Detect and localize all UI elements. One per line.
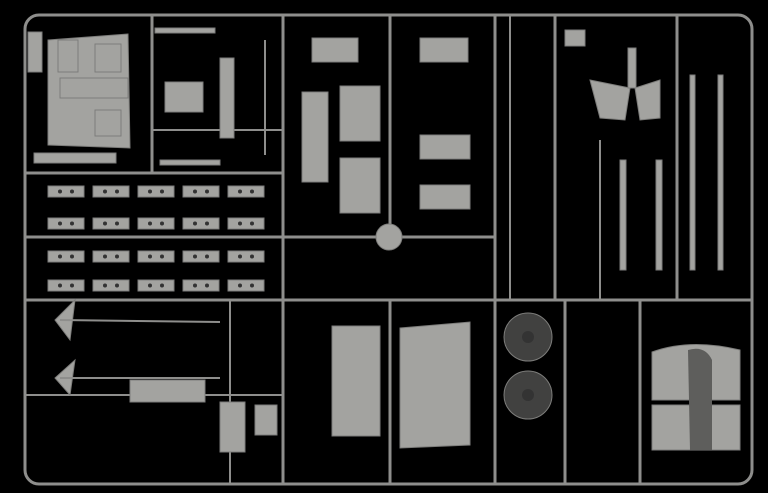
part-hole: [250, 254, 254, 259]
part-hole: [238, 283, 242, 288]
small-part: [227, 185, 265, 198]
small-part: [182, 279, 220, 292]
part-hole: [193, 189, 197, 194]
part-hole: [205, 189, 209, 194]
part-hole: [250, 189, 254, 194]
part-hole: [148, 254, 152, 259]
small-part: [92, 279, 130, 292]
part-hole: [205, 221, 209, 226]
part-hole: [238, 189, 242, 194]
part-hole: [70, 189, 74, 194]
part-hole: [250, 283, 254, 288]
part-hole: [58, 189, 62, 194]
part-hole: [148, 283, 152, 288]
small-part: [92, 250, 130, 263]
part-hole: [250, 221, 254, 226]
part-hole: [238, 254, 242, 259]
part-hole: [58, 254, 62, 259]
hull-part: [27, 31, 131, 164]
small-part: [137, 217, 175, 230]
small-part: [227, 217, 265, 230]
small-part: [227, 279, 265, 292]
part-hole: [160, 254, 164, 259]
small-part: [182, 185, 220, 198]
part-hole: [70, 254, 74, 259]
part-hole: [148, 221, 152, 226]
part-hole: [160, 221, 164, 226]
small-parts-grid: [47, 185, 265, 292]
part-hole: [193, 254, 197, 259]
part-hole: [58, 283, 62, 288]
part-hole: [115, 254, 119, 259]
part-hole: [160, 283, 164, 288]
small-part: [47, 279, 85, 292]
small-part: [47, 217, 85, 230]
small-part: [137, 279, 175, 292]
part-hole: [193, 221, 197, 226]
part-hole: [115, 189, 119, 194]
small-part: [47, 185, 85, 198]
small-part: [227, 250, 265, 263]
small-part: [92, 217, 130, 230]
part-hole: [58, 221, 62, 226]
part-hole: [70, 283, 74, 288]
part-hole: [103, 254, 107, 259]
part-hole: [103, 221, 107, 226]
small-part: [92, 185, 130, 198]
part-hole: [193, 283, 197, 288]
part-hole: [115, 221, 119, 226]
part-hole: [205, 254, 209, 259]
small-part: [182, 217, 220, 230]
part-hole: [160, 189, 164, 194]
rods: [564, 29, 724, 271]
part-hole: [238, 221, 242, 226]
part-hole: [70, 221, 74, 226]
part-hole: [115, 283, 119, 288]
bottom-parts: [54, 298, 741, 453]
part-hole: [148, 189, 152, 194]
part-hole: [205, 283, 209, 288]
part-hole: [103, 189, 107, 194]
small-part: [137, 185, 175, 198]
part-hole: [103, 283, 107, 288]
small-part: [182, 250, 220, 263]
small-part: [137, 250, 175, 263]
frame-parts-top: [154, 27, 471, 251]
small-part: [47, 250, 85, 263]
